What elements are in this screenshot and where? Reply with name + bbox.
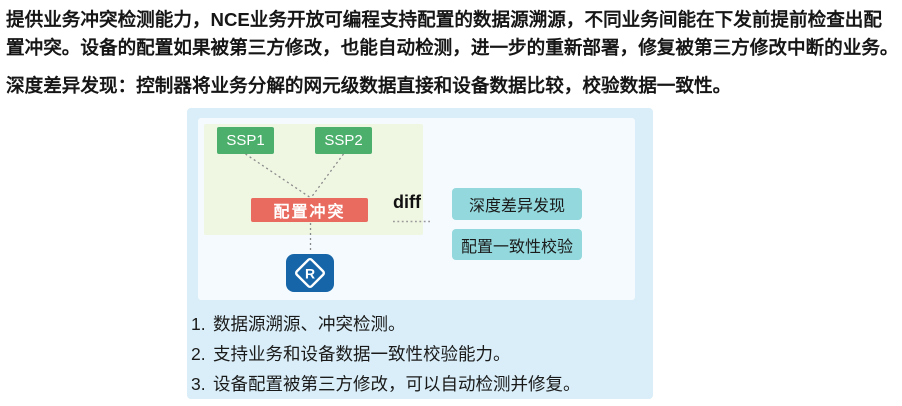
ssp1-label: SSP1: [226, 132, 265, 149]
feature-list-area: 1. 数据源溯源、冲突检测。 2. 支持业务和设备数据一致性校验能力。 3. 设…: [187, 216, 653, 399]
list-item-number: 1.: [191, 314, 206, 334]
result-box-consistency: 配置一致性校验: [452, 229, 582, 260]
list-item-text: 数据源溯源、冲突检测。: [213, 314, 406, 334]
list-item-number: 3.: [191, 374, 206, 394]
ssp2-box: SSP2: [315, 127, 372, 154]
list-item: 2. 支持业务和设备数据一致性校验能力。: [191, 343, 641, 373]
list-item-text: 设备配置被第三方修改，可以自动检测并修复。: [213, 374, 581, 394]
intro-paragraph-line-1: 提供业务冲突检测能力，NCE业务开放可编程支持配置的数据源溯源，不同业务间能在下…: [6, 9, 882, 30]
router-icon-letter: R: [305, 266, 315, 282]
ssp1-box: SSP1: [217, 127, 274, 154]
config-conflict-label: 配置冲突: [273, 204, 346, 221]
list-item-number: 2.: [191, 344, 206, 364]
result-box-consistency-label: 配置一致性校验: [460, 238, 573, 256]
ssp2-label: SSP2: [324, 132, 363, 149]
diff-label: diff: [393, 192, 421, 212]
list-item-text: 支持业务和设备数据一致性校验能力。: [213, 344, 511, 364]
list-item: 1. 数据源溯源、冲突检测。: [191, 313, 641, 343]
feature-list: 1. 数据源溯源、冲突检测。 2. 支持业务和设备数据一致性校验能力。 3. 设…: [191, 313, 641, 403]
architecture-diagram: SSP1 SSP2 配置冲突 diff 深度差异发现 配置一致性校验 R 1. …: [187, 108, 653, 399]
subtitle: 深度差异发现：控制器将业务分解的网元级数据直接和设备数据比较，校验数据一致性。: [6, 75, 732, 96]
router-icon-body: [286, 254, 334, 292]
result-box-deep-diff: 深度差异发现: [452, 188, 582, 220]
list-item: 3. 设备配置被第三方修改，可以自动检测并修复。: [191, 373, 641, 403]
router-icon: R: [286, 254, 334, 292]
intro-paragraph-line-2: 置冲突。设备的配置如果被第三方修改，也能自动检测，进一步的重新部署，修复被第三方…: [6, 37, 899, 58]
config-conflict-box: 配置冲突: [251, 198, 368, 222]
router-icon-diamond: [294, 257, 326, 289]
result-box-deep-diff-label: 深度差异发现: [468, 198, 565, 215]
